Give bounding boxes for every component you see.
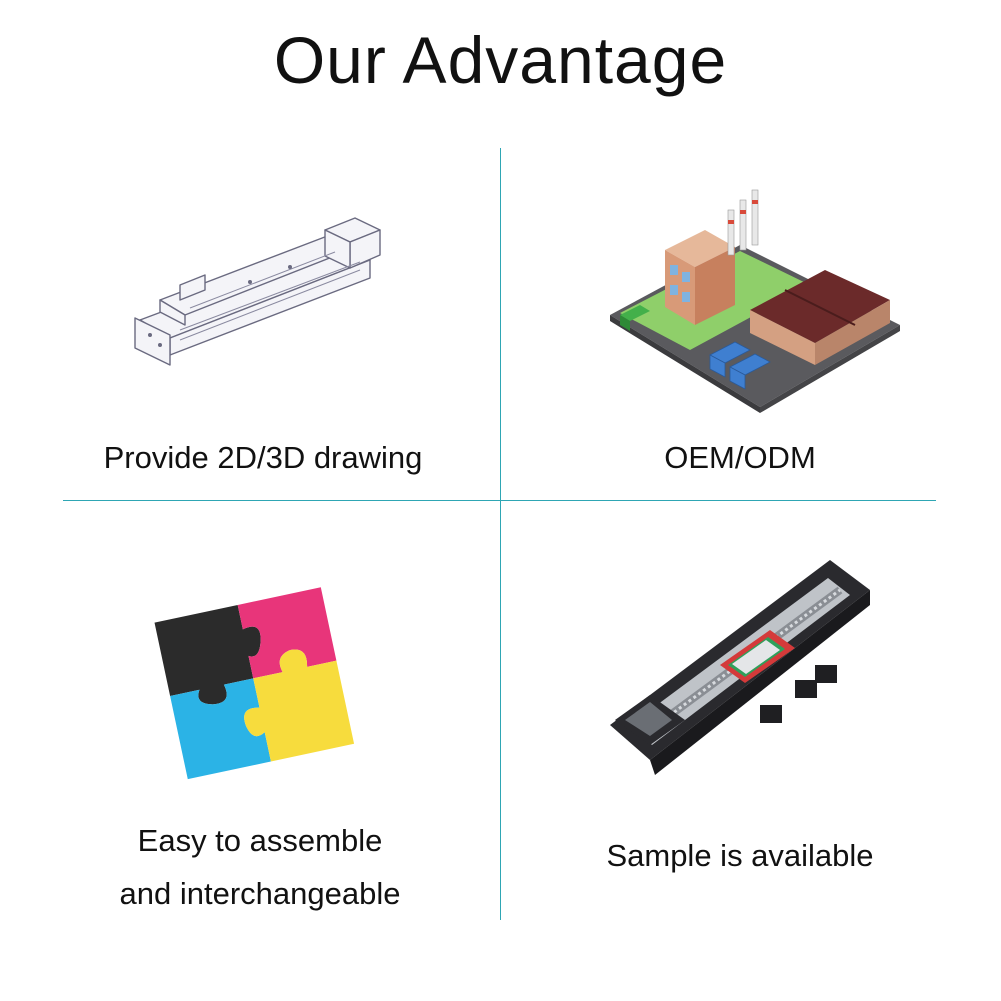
factory-icon (610, 189, 900, 413)
item-label-oem: OEM/ODM (664, 440, 816, 475)
vertical-divider (500, 148, 501, 920)
puzzle-icon (154, 587, 355, 780)
item-label-assemble-line-1: Easy to assemble (137, 823, 383, 858)
item-label-assemble-line-2: and interchangeable (119, 875, 401, 911)
item-label-assemble: Easy to assemble and interchangeable (60, 815, 460, 920)
item-label-sample: Sample is available (606, 838, 874, 873)
item-label-drawing: Provide 2D/3D drawing (103, 440, 423, 475)
linear-module-drawing-icon (134, 217, 381, 366)
page-title: Our Advantage (273, 23, 728, 97)
linear-stage-icon (610, 560, 870, 775)
horizontal-divider (63, 500, 936, 501)
